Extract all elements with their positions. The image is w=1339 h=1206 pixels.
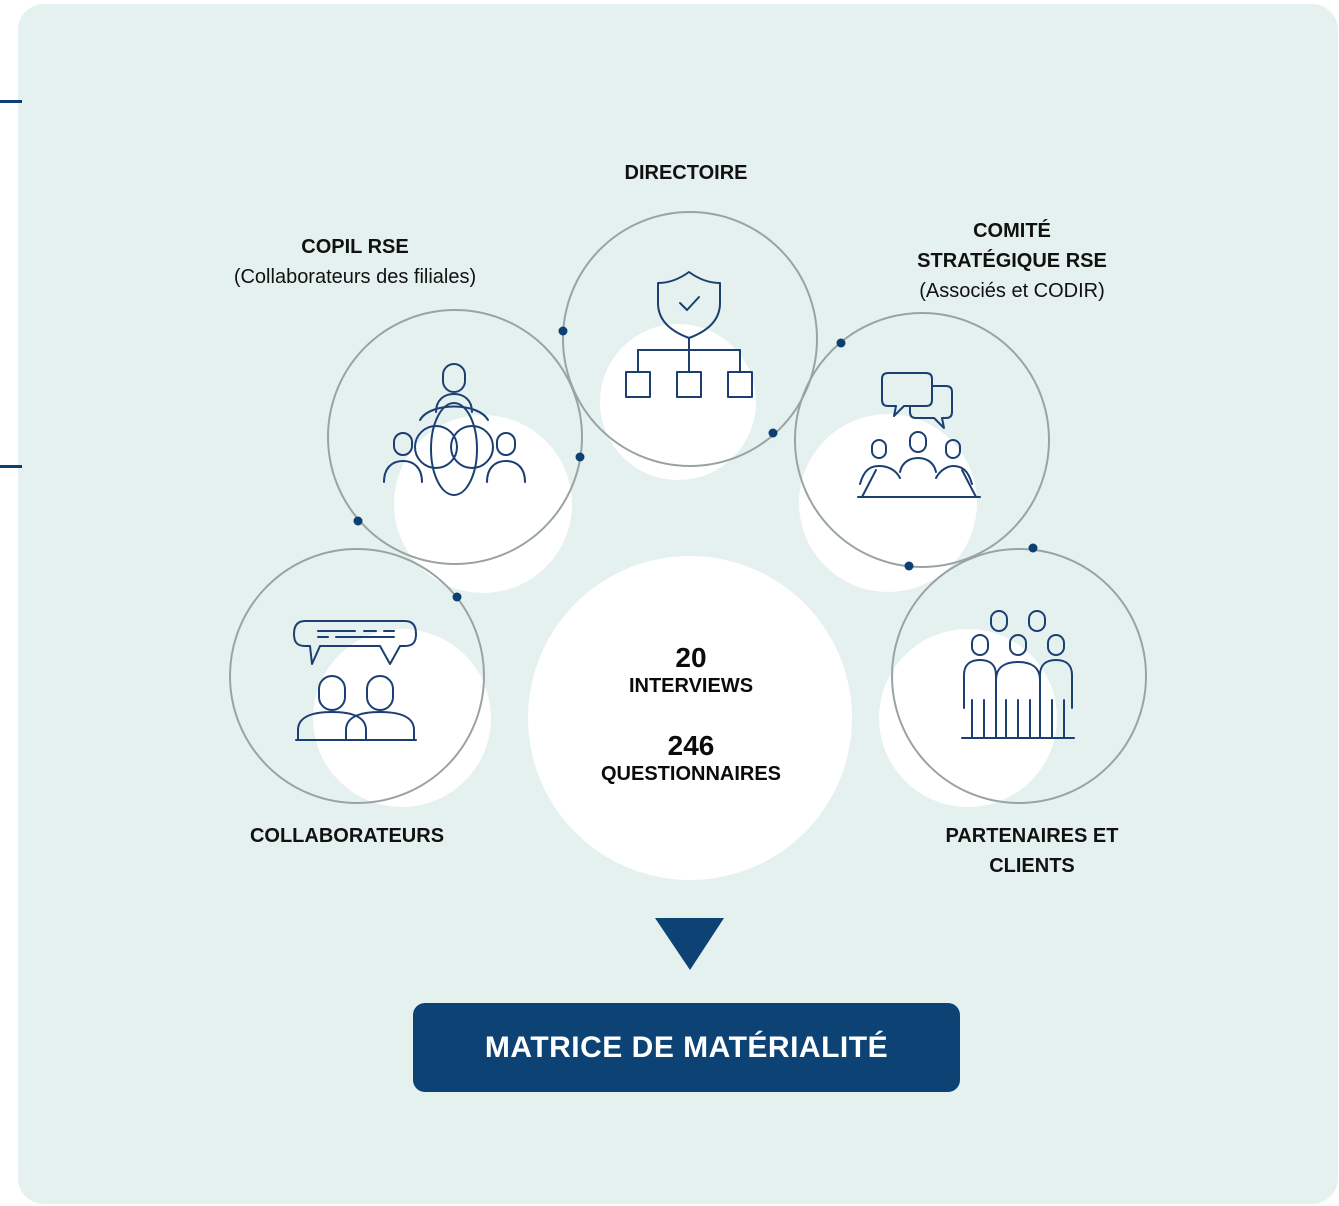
questionnaires-stat: 246 QUESTIONNAIRES: [530, 730, 852, 786]
side-tick-bottom: [0, 465, 22, 468]
questionnaires-label: QUESTIONNAIRES: [600, 763, 782, 785]
team-overlap-icon: [383, 363, 526, 496]
interviews-stat: 20 INTERVIEWS: [530, 642, 852, 698]
ring-partenaires: [891, 548, 1147, 804]
disc-collaborateurs: [313, 629, 491, 807]
center-disc: [528, 556, 852, 880]
label-collaborateurs: COLLABORATEURS: [249, 825, 445, 847]
side-tick-top: [0, 100, 22, 103]
label-copil: COPIL RSE (Collaborateurs des filiales): [233, 236, 477, 288]
ring-copil: [327, 309, 583, 565]
questionnaires-count: 246: [667, 730, 715, 761]
label-directoire: DIRECTOIRE: [624, 162, 748, 184]
arrow-down-icon: [655, 918, 724, 970]
disc-comite: [799, 414, 977, 592]
disc-copil: [394, 415, 572, 593]
ring-directoire: [562, 211, 818, 467]
connector-dots: [353, 326, 1038, 602]
label-comite: COMITÉ STRATÉGIQUE RSE (Associés et CODI…: [917, 220, 1107, 302]
ring-outlines: [229, 211, 1147, 804]
interviews-count: 20: [675, 642, 707, 673]
ring-collaborateurs: [229, 548, 485, 804]
conversation-icon: [293, 620, 417, 741]
shield-org-chart-icon: [625, 271, 753, 398]
disc-directoire: [600, 324, 756, 480]
meeting-chat-icon: [857, 372, 981, 498]
disc-partenaires: [879, 629, 1057, 807]
label-partenaires: PARTENAIRES ET CLIENTS: [945, 825, 1119, 877]
ring-comite: [794, 312, 1050, 568]
group-people-icon: [961, 610, 1075, 739]
interviews-label: INTERVIEWS: [628, 675, 754, 697]
white-discs: [313, 324, 1057, 880]
matrice-box: MATRICE DE MATÉRIALITÉ: [413, 1003, 960, 1092]
